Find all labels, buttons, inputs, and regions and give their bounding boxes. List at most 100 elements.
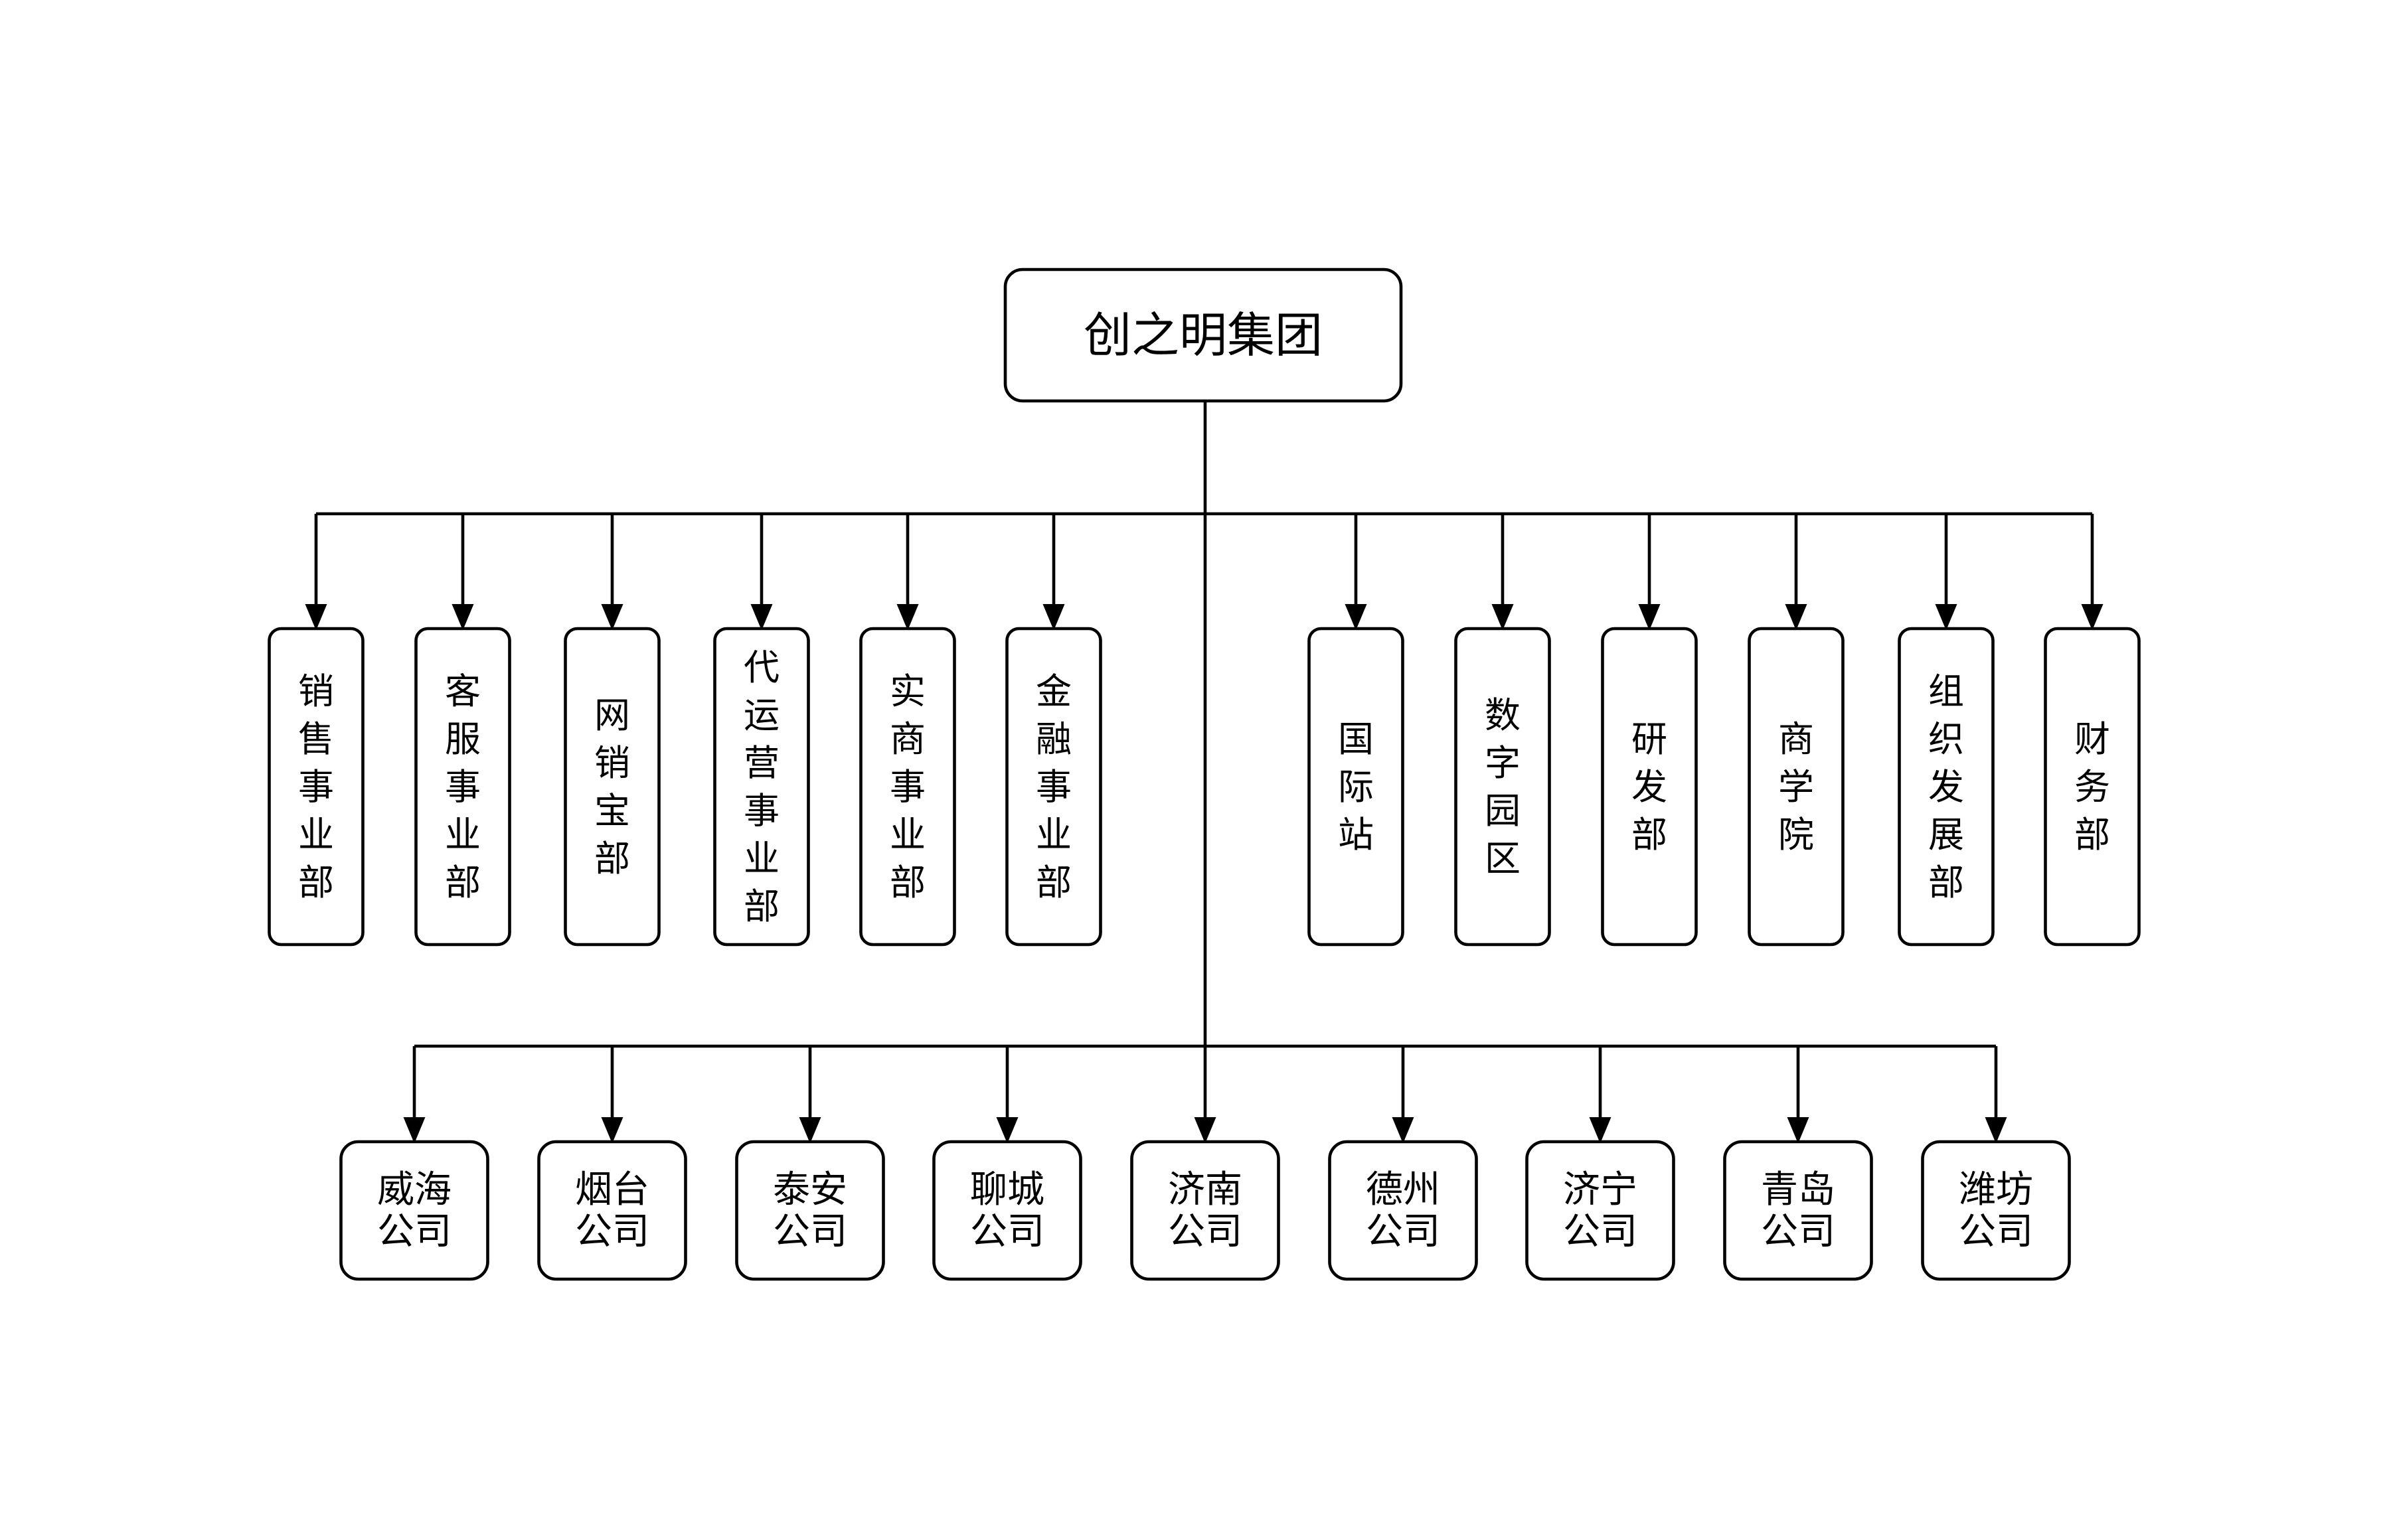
arrowhead [1194,1117,1216,1144]
department-label: 商学院 [1778,718,1814,856]
edge-co-weifang [1985,1046,2007,1144]
node-co-dezhou: 德州公司 [1328,1140,1478,1281]
node-co-jining: 济宁公司 [1525,1140,1675,1281]
node-dept-org-dev: 组织发展部 [1898,627,1995,947]
edge-dept-international [1345,514,1367,631]
dept-box [859,627,956,947]
department-label: 实商事业部 [890,670,926,903]
company-label: 潍坊公司 [1959,1168,2033,1253]
connector-layer [305,401,2104,1144]
node-dept-international: 国际站 [1307,627,1404,947]
department-label: 研发部 [1631,718,1667,856]
arrowhead [1935,604,1957,631]
dept-box [268,627,365,947]
department-label: 组织发展部 [1928,670,1964,903]
node-dept-online-store: 网销宝部 [564,627,661,947]
edge-dept-physical [896,514,919,631]
company-label: 泰安公司 [773,1168,847,1253]
department-label: 财务部 [2074,718,2110,856]
department-label: 数字园区 [1485,694,1521,880]
arrowhead [1589,1117,1611,1144]
arrowhead [1345,604,1367,631]
edge-dept-online-store [601,514,623,631]
node-co-taian: 泰安公司 [735,1140,885,1281]
company-label: 烟台公司 [575,1168,649,1253]
node-co-yantai: 烟台公司 [537,1140,687,1281]
edge-dept-agency [750,514,773,631]
node-co-qingdao: 青岛公司 [1723,1140,1873,1281]
department-label: 代运营事业部 [744,647,780,927]
dept-box [713,627,810,947]
edge-dept-digital-park [1491,514,1514,631]
dept-box [1454,627,1551,947]
edge-dept-academy [1785,514,1807,631]
company-box [735,1140,885,1281]
node-co-liaocheng: 聊城公司 [932,1140,1082,1281]
company-box [932,1140,1082,1281]
node-root: 创之明集团 [1003,268,1403,403]
department-label: 网销宝部 [594,694,630,880]
root-label: 创之明集团 [1084,307,1323,363]
node-dept-digital-park: 数字园区 [1454,627,1551,947]
arrowhead [750,604,773,631]
company-box [1328,1140,1478,1281]
arrowhead [2081,604,2104,631]
dept-box [1601,627,1698,947]
company-box [537,1140,687,1281]
dept-box [1748,627,1845,947]
dept-box [1307,627,1404,947]
arrowhead [403,1117,426,1144]
edge-co-yantai [601,1046,623,1144]
node-dept-sales: 销售事业部 [268,627,365,947]
edge-dept-org-dev [1935,514,1957,631]
node-co-jinan: 济南公司 [1130,1140,1280,1281]
arrowhead [1491,604,1514,631]
node-dept-rnd: 研发部 [1601,627,1698,947]
company-box [1130,1140,1280,1281]
edge-co-liaocheng [996,1046,1019,1144]
edge-dept-sales [305,514,327,631]
node-co-weihai: 威海公司 [339,1140,489,1281]
edge-co-jining [1589,1046,1611,1144]
edge-dept-finance-biz [1042,514,1065,631]
arrowhead [1638,604,1661,631]
dept-box [564,627,661,947]
arrowhead [996,1117,1019,1144]
dept-box [2044,627,2141,947]
edge-co-jinan [1194,1046,1216,1144]
company-label: 青岛公司 [1761,1168,1835,1253]
arrowhead [452,604,474,631]
arrowhead [305,604,327,631]
node-dept-finance: 财务部 [2044,627,2141,947]
node-co-weifang: 潍坊公司 [1921,1140,2071,1281]
arrowhead [1042,604,1065,631]
edge-dept-finance [2081,514,2104,631]
arrowhead [601,1117,623,1144]
department-label: 国际站 [1338,718,1374,856]
company-box [1921,1140,2071,1281]
department-label: 金融事业部 [1036,670,1072,903]
department-label: 客服事业部 [445,670,481,903]
edge-dept-service [452,514,474,631]
arrowhead [1785,604,1807,631]
arrowhead [601,604,623,631]
company-label: 德州公司 [1366,1168,1440,1253]
node-dept-physical: 实商事业部 [859,627,956,947]
dept-box [1005,627,1102,947]
company-box [339,1140,489,1281]
edge-co-dezhou [1392,1046,1414,1144]
node-dept-academy: 商学院 [1748,627,1845,947]
edge-co-qingdao [1787,1046,1809,1144]
arrowhead [799,1117,821,1144]
company-label: 威海公司 [377,1168,452,1253]
edge-co-taian [799,1046,821,1144]
company-label: 济南公司 [1168,1168,1242,1253]
edge-dept-rnd [1638,514,1661,631]
arrowhead [1985,1117,2007,1144]
department-label: 销售事业部 [298,670,334,903]
company-label: 济宁公司 [1563,1168,1637,1253]
arrowhead [1392,1117,1414,1144]
company-label: 聊城公司 [970,1168,1044,1253]
